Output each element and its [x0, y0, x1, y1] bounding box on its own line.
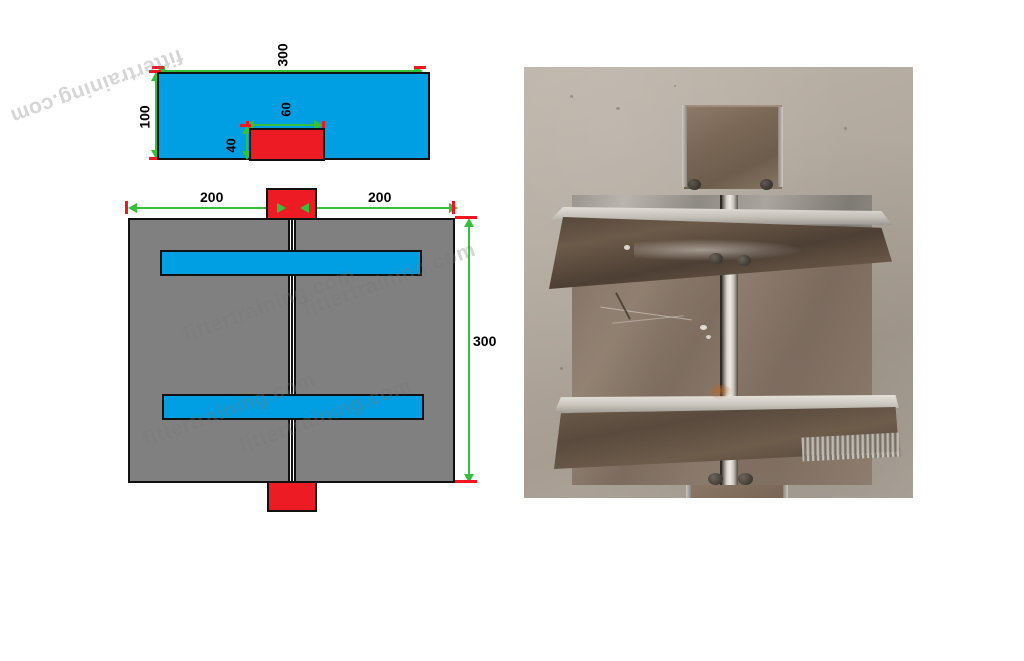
- end-tab-top-weld-left: [688, 179, 701, 190]
- dim-arrow-down-overall-height: [151, 150, 161, 159]
- dim-arrow-right-rib-width: [314, 120, 323, 130]
- dim-label-overall-height: 100: [136, 105, 153, 129]
- ext-tick-right-rib-width: [322, 121, 325, 132]
- ext-tick-left-overall-width: [152, 66, 164, 69]
- plan-view-blue-bar-lower: [162, 394, 424, 420]
- welded-steel-assembly-photo: [524, 67, 913, 498]
- dim-arrow-down-overall-depth: [464, 474, 474, 483]
- dim-arrow-down-rib-height: [242, 151, 252, 160]
- end-tab-bottom-edge-left: [686, 485, 691, 498]
- weld-nugget-lower-left: [708, 473, 723, 485]
- end-tab-top: [684, 105, 782, 189]
- dim-line-rib-width: [249, 124, 321, 126]
- plate-spatter-3: [624, 245, 630, 250]
- dim-arrow-up-overall-depth: [464, 218, 474, 227]
- ext-tick-right-overall-width: [414, 66, 426, 69]
- dim-arrow-tab-inner-right: [300, 203, 309, 213]
- floor-speck: [560, 367, 563, 370]
- dim-line-rib-height: [246, 129, 248, 157]
- plate-spatter-1: [700, 325, 707, 330]
- floor-speck: [616, 107, 620, 110]
- dim-label-right-half-width: 200: [368, 189, 392, 205]
- dim-label-rib-height: 40: [223, 138, 239, 153]
- dim-line-overall-width: [160, 70, 420, 72]
- floor-speck: [570, 95, 573, 98]
- weld-nugget-upper-left: [709, 253, 723, 264]
- dim-arrow-left-half-width: [128, 203, 137, 213]
- ext-tick-bottom-overall-depth: [455, 480, 477, 483]
- end-tab-top-edge-left: [682, 105, 687, 187]
- lower-angle-top-flange: [554, 395, 899, 413]
- ext-tick-left-plan: [125, 201, 128, 214]
- dim-line-overall-height: [155, 76, 157, 156]
- weld-nugget-upper-right: [737, 255, 751, 266]
- dim-label-overall-depth-clip: 300: [473, 332, 497, 352]
- front-view-red-rib: [249, 128, 325, 161]
- plan-view-blue-bar-upper: [160, 250, 422, 276]
- upper-angle-sheen: [634, 239, 804, 261]
- dim-arrow-up-rib-height: [242, 125, 252, 134]
- plate-rust-spot: [710, 385, 732, 399]
- dim-arrow-up-overall-height: [151, 72, 161, 81]
- ext-tick-bottom-overall-height: [149, 157, 161, 160]
- end-tab-top-weld-right: [760, 179, 773, 190]
- dim-line-right-half-width: [300, 207, 455, 209]
- weld-nugget-lower-right: [738, 473, 753, 485]
- dim-line-overall-depth: [468, 222, 470, 480]
- end-tab-bottom-edge-right: [783, 485, 788, 498]
- ext-tick-top-rib-height: [240, 124, 251, 127]
- plan-view-red-tab-top: [266, 188, 317, 220]
- plate-spatter-2: [706, 335, 711, 339]
- ext-tick-top-overall-depth: [455, 216, 477, 219]
- dim-label-overall-width: 300: [274, 43, 291, 67]
- dim-label-left-half-width: 200: [200, 189, 224, 205]
- dim-label-rib-width: 60: [278, 102, 294, 117]
- dim-arrow-tab-inner-left: [277, 203, 286, 213]
- end-tab-top-edge-right: [778, 107, 783, 187]
- ext-tick-top-overall-height: [149, 70, 161, 73]
- plan-view-red-tab-bottom: [267, 481, 317, 512]
- floor-speck: [674, 85, 676, 87]
- plan-view-center-weld-line: [291, 218, 293, 483]
- end-tab-bottom: [688, 485, 788, 498]
- dim-arrow-right-overall-width: [414, 66, 423, 76]
- weld-ripple-texture: [801, 432, 901, 462]
- center-weld-seam-dark-line: [720, 195, 722, 485]
- dim-label-overall-depth: 300: [473, 333, 497, 349]
- ext-tick-right-plan: [452, 201, 455, 214]
- floor-speck: [844, 127, 847, 130]
- dim-line-left-half-width: [132, 207, 287, 209]
